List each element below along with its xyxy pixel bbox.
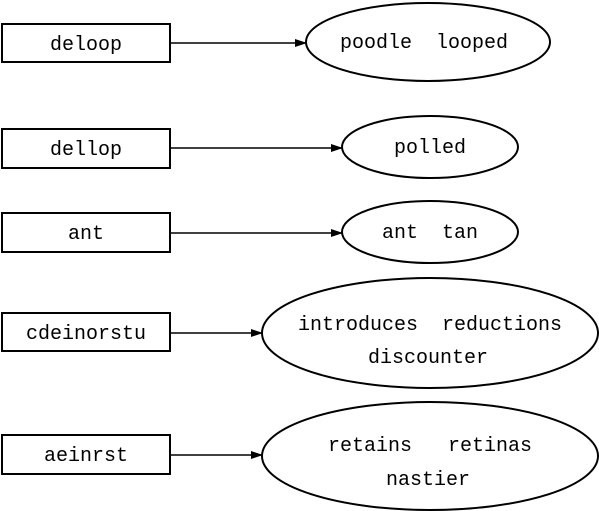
key-box bbox=[1, 23, 171, 63]
words-ellipse bbox=[341, 200, 519, 264]
words-label-line2: discounter bbox=[368, 347, 488, 370]
row-3: ant ant tan bbox=[1, 200, 519, 264]
words-label: polled bbox=[394, 137, 466, 160]
key-label: aeinrst bbox=[44, 445, 128, 468]
key-box bbox=[1, 312, 171, 352]
key-box bbox=[1, 128, 171, 169]
key-label: ant bbox=[68, 223, 104, 246]
key-label: deloop bbox=[50, 34, 122, 57]
key-label: dellop bbox=[50, 139, 122, 162]
words-ellipse bbox=[305, 2, 551, 82]
key-label: cdeinorstu bbox=[26, 323, 146, 346]
words-label: ant tan bbox=[382, 222, 478, 245]
words-ellipse bbox=[261, 277, 599, 389]
words-ellipse bbox=[261, 401, 599, 511]
row-2: dellop polled bbox=[1, 115, 519, 179]
words-label-line1: introduces reductions bbox=[298, 314, 562, 337]
row-5: aeinrst retains retinas nastier bbox=[1, 401, 599, 511]
key-box bbox=[1, 434, 171, 475]
row-4: cdeinorstu introduces reductions discoun… bbox=[1, 277, 599, 389]
words-label: poodle looped bbox=[340, 32, 508, 55]
row-1: deloop poodle looped bbox=[1, 2, 551, 82]
words-label-line1: retains retinas bbox=[328, 435, 532, 458]
words-label-line2: nastier bbox=[386, 469, 470, 492]
words-ellipse bbox=[341, 115, 519, 179]
